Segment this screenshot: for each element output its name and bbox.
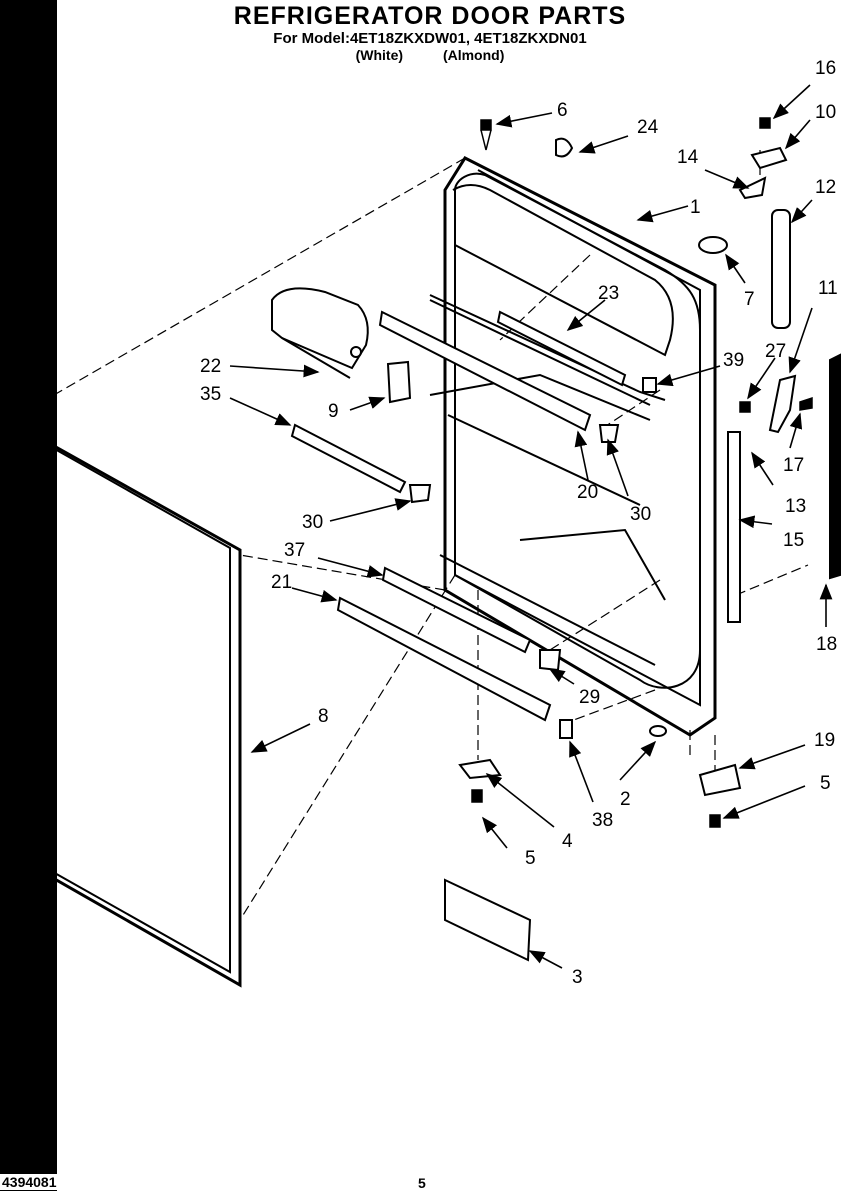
callout-2: 2 [620,789,631,810]
model-numbers: For Model:4ET18ZKXDW01, 4ET18ZKXDN01 [273,30,587,47]
door-gasket [2,415,242,988]
diagram-title: REFRIGERATOR DOOR PARTS [233,2,627,30]
callout-14: 14 [677,147,699,168]
screws [471,117,813,828]
callout-10: 10 [815,102,836,123]
page-number: 5 [418,1175,426,1191]
callout-1: 1 [690,197,701,218]
callout-39: 39 [723,350,744,371]
callout-19: 19 [814,730,835,751]
part-callouts: 1 2 3 4 5 5 6 7 8 9 10 11 12 13 14 15 16… [200,58,838,988]
leader-arrows [229,84,833,969]
callout-12: 12 [815,177,836,198]
callout-17: 17 [783,455,804,476]
door-liner [429,156,717,737]
shelf-bars [290,310,627,722]
callout-15: 15 [783,530,804,551]
color-variants: (White) (Almond) [150,47,710,63]
callout-30-left: 30 [302,512,323,533]
callout-16: 16 [815,58,836,79]
callout-37: 37 [284,540,305,561]
dashed-guide-lines [13,150,809,921]
callout-4: 4 [562,831,573,852]
callout-11: 11 [818,278,838,299]
callout-38: 38 [592,810,613,831]
callout-9: 9 [328,401,339,422]
callout-8: 8 [318,706,329,727]
callout-29: 29 [579,687,600,708]
callout-27: 27 [765,341,786,362]
callout-3: 3 [572,967,583,988]
document-number: 4394081 [0,1174,59,1190]
callout-35: 35 [200,384,221,405]
left-margin-bar [0,0,57,1191]
callout-30-right: 30 [630,504,651,525]
callout-24: 24 [637,117,659,138]
diagram-header: REFRIGERATOR DOOR PARTS For Model:4ET18Z… [150,2,710,63]
callout-23: 23 [598,283,619,304]
callout-7: 7 [744,289,755,310]
callout-6: 6 [557,100,568,121]
callout-18: 18 [816,634,837,655]
callout-20: 20 [577,482,598,503]
callout-22: 22 [200,356,221,377]
color-almond-label: (Almond) [442,47,505,63]
callout-13: 13 [785,496,806,517]
callout-21: 21 [271,572,292,593]
dairy-door-bin [271,287,369,379]
callout-5-right: 5 [820,773,831,794]
color-white-label: (White) [355,47,404,63]
callout-5-bottom: 5 [525,848,536,869]
door-hardware [386,137,841,962]
